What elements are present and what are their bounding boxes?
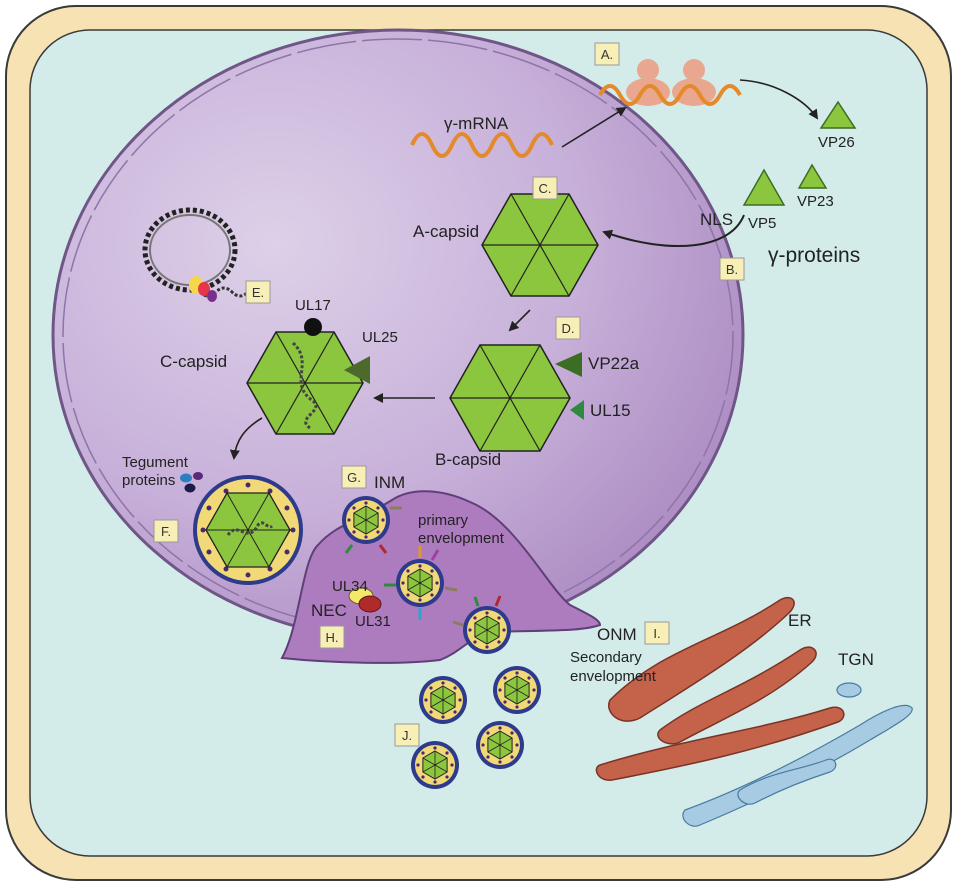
svg-text:D.: D.: [562, 321, 575, 336]
mrna-icon: [410, 132, 554, 158]
svg-text:J.: J.: [402, 728, 412, 743]
virion-icon: [492, 665, 542, 715]
svg-text:G.: G.: [347, 470, 361, 485]
inm-label: INM: [374, 473, 405, 492]
a-capsid-icon: [481, 193, 599, 297]
ul25-icon: [344, 356, 370, 384]
glycoproteins-icon: [344, 506, 502, 627]
tgn-label: TGN: [838, 650, 874, 669]
svg-text:I.: I.: [653, 626, 660, 641]
step-label-a: A.: [594, 42, 620, 66]
er-icon: [595, 596, 845, 781]
step-label-j: J.: [394, 723, 420, 747]
virion-onm-icon: [462, 605, 512, 655]
primary-envelopment-label-line1: primary: [418, 512, 469, 529]
virion-perinuclear-icon: [395, 558, 445, 608]
vp22a-label: VP22a: [588, 354, 640, 373]
tegument-proteins-icon: [180, 472, 203, 493]
tegumentation-arrow: [229, 417, 263, 460]
vp22a-icon: [555, 352, 582, 377]
tgn-icon: [682, 682, 913, 827]
virion-icon: [475, 720, 525, 770]
ul15-label: UL15: [590, 401, 631, 420]
tegumented-capsid-icon: [193, 475, 303, 585]
er-label: ER: [788, 611, 812, 630]
ul25-label: UL25: [362, 329, 398, 346]
step-label-c: C.: [532, 176, 558, 200]
step-label-e: E.: [245, 280, 271, 304]
svg-text:A.: A.: [601, 47, 613, 62]
tegument-label-line1: Tegument: [122, 454, 189, 471]
mrna-label: γ-mRNA: [444, 114, 509, 133]
svg-text:B.: B.: [726, 262, 738, 277]
secondary-envelopment-label-line2: envelopment: [570, 668, 657, 685]
step-label-h: H.: [319, 625, 345, 649]
step-label-g: G.: [341, 465, 367, 489]
step-label-b: B.: [719, 257, 745, 281]
vp23-label: VP23: [797, 193, 834, 210]
nec-label: NEC: [311, 601, 347, 620]
export-arrow: [561, 106, 627, 148]
nec-icon: [348, 587, 382, 613]
svg-text:C.: C.: [539, 181, 552, 196]
a-capsid-label: A-capsid: [413, 222, 479, 241]
virion-icon: [410, 740, 460, 790]
gamma-proteins-label: γ-proteins: [768, 244, 860, 267]
step-label-i: I.: [644, 621, 670, 645]
ul34-label: UL34: [332, 578, 368, 595]
svg-text:E.: E.: [252, 285, 264, 300]
cytoplasmic-mrna-icon: [598, 84, 742, 106]
assembly-arrow: [508, 309, 531, 332]
virion-inm-icon: [341, 495, 391, 545]
onm-label: ONM: [597, 625, 637, 644]
vp5-icon: [742, 168, 786, 206]
c-capsid-label: C-capsid: [160, 352, 227, 371]
vp5-label: VP5: [748, 215, 776, 232]
ul31-label: UL31: [355, 613, 391, 630]
step-label-f: F.: [153, 519, 179, 543]
c-capsid-icon: [246, 331, 364, 435]
ul17-label: UL17: [295, 297, 331, 314]
vp23-icon: [797, 163, 828, 189]
import-arrow: [602, 214, 745, 247]
vp26-label: VP26: [818, 134, 855, 151]
vp26-icon: [819, 100, 857, 129]
translation-arrow: [739, 79, 819, 120]
svg-text:H.: H.: [326, 630, 339, 645]
b-capsid-label: B-capsid: [435, 450, 501, 469]
svg-text:F.: F.: [161, 524, 171, 539]
step-label-d: D.: [555, 316, 581, 340]
secondary-envelopment-label-line1: Secondary: [570, 649, 642, 666]
tegument-label-line2: proteins: [122, 472, 175, 489]
b-capsid-icon: [449, 344, 571, 452]
nls-label: NLS: [700, 210, 733, 229]
ul15-icon: [570, 400, 584, 420]
ul17-icon: [304, 318, 322, 336]
virion-icon: [418, 675, 468, 725]
primary-envelopment-label-line2: envelopment: [418, 530, 505, 547]
